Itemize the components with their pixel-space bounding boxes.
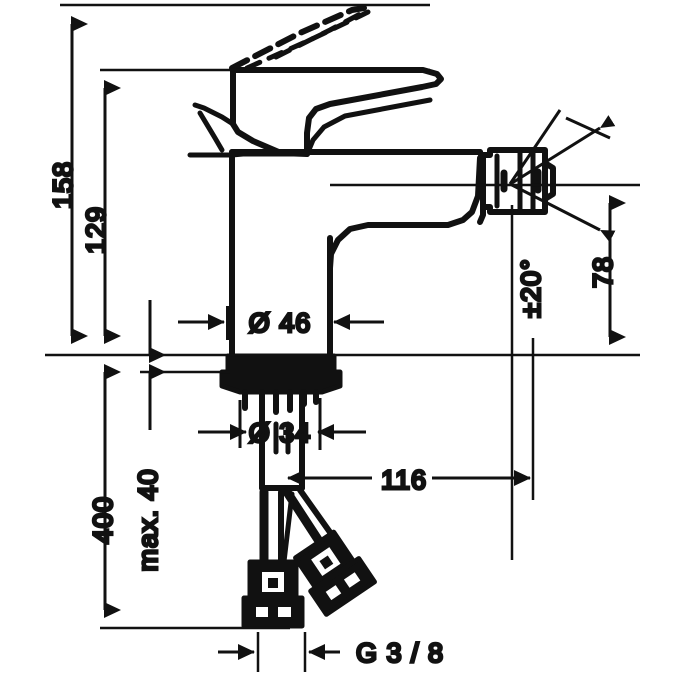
dim-max40: max. 40 [132,300,166,573]
lever-raised-phantom [229,5,371,71]
dim-d34: Ø 34 [198,398,366,450]
dim-158: 158 [47,16,88,344]
dim-g38: G 3 / 8 [218,637,445,670]
dim-g38-label: G 3 / 8 [356,638,444,668]
dim-d34-label: Ø 34 [249,418,312,448]
dim-158-label: 158 [48,161,78,209]
dim-116-label: 116 [381,465,427,495]
faucet-drawing [187,5,556,629]
dim-angle-20: ±20° [508,109,616,319]
dim-129: 129 [80,80,121,344]
dim-max40-label: max. 40 [133,468,163,571]
dim-400: 400 [87,364,121,618]
extension-lines [45,3,640,672]
dim-400-label: 400 [88,496,118,544]
dim-78-label: 78 [588,256,618,288]
dim-angle-20-label: ±20° [516,258,546,318]
mounting-flange [219,353,343,415]
dim-d46-label: Ø 46 [249,308,312,338]
dimension-lines: 158 129 max. 40 400 Ø 46 [45,3,640,672]
hose-end-fitting-right [293,529,377,617]
lever-handle [187,67,444,158]
aerator-outlet [480,147,556,215]
dim-d46: Ø 46 [178,306,384,340]
dim-116: 116 [287,464,531,497]
hose-end-fitting-left [241,559,305,629]
dim-78: 78 [587,195,626,345]
dim-129-label: 129 [81,206,111,254]
